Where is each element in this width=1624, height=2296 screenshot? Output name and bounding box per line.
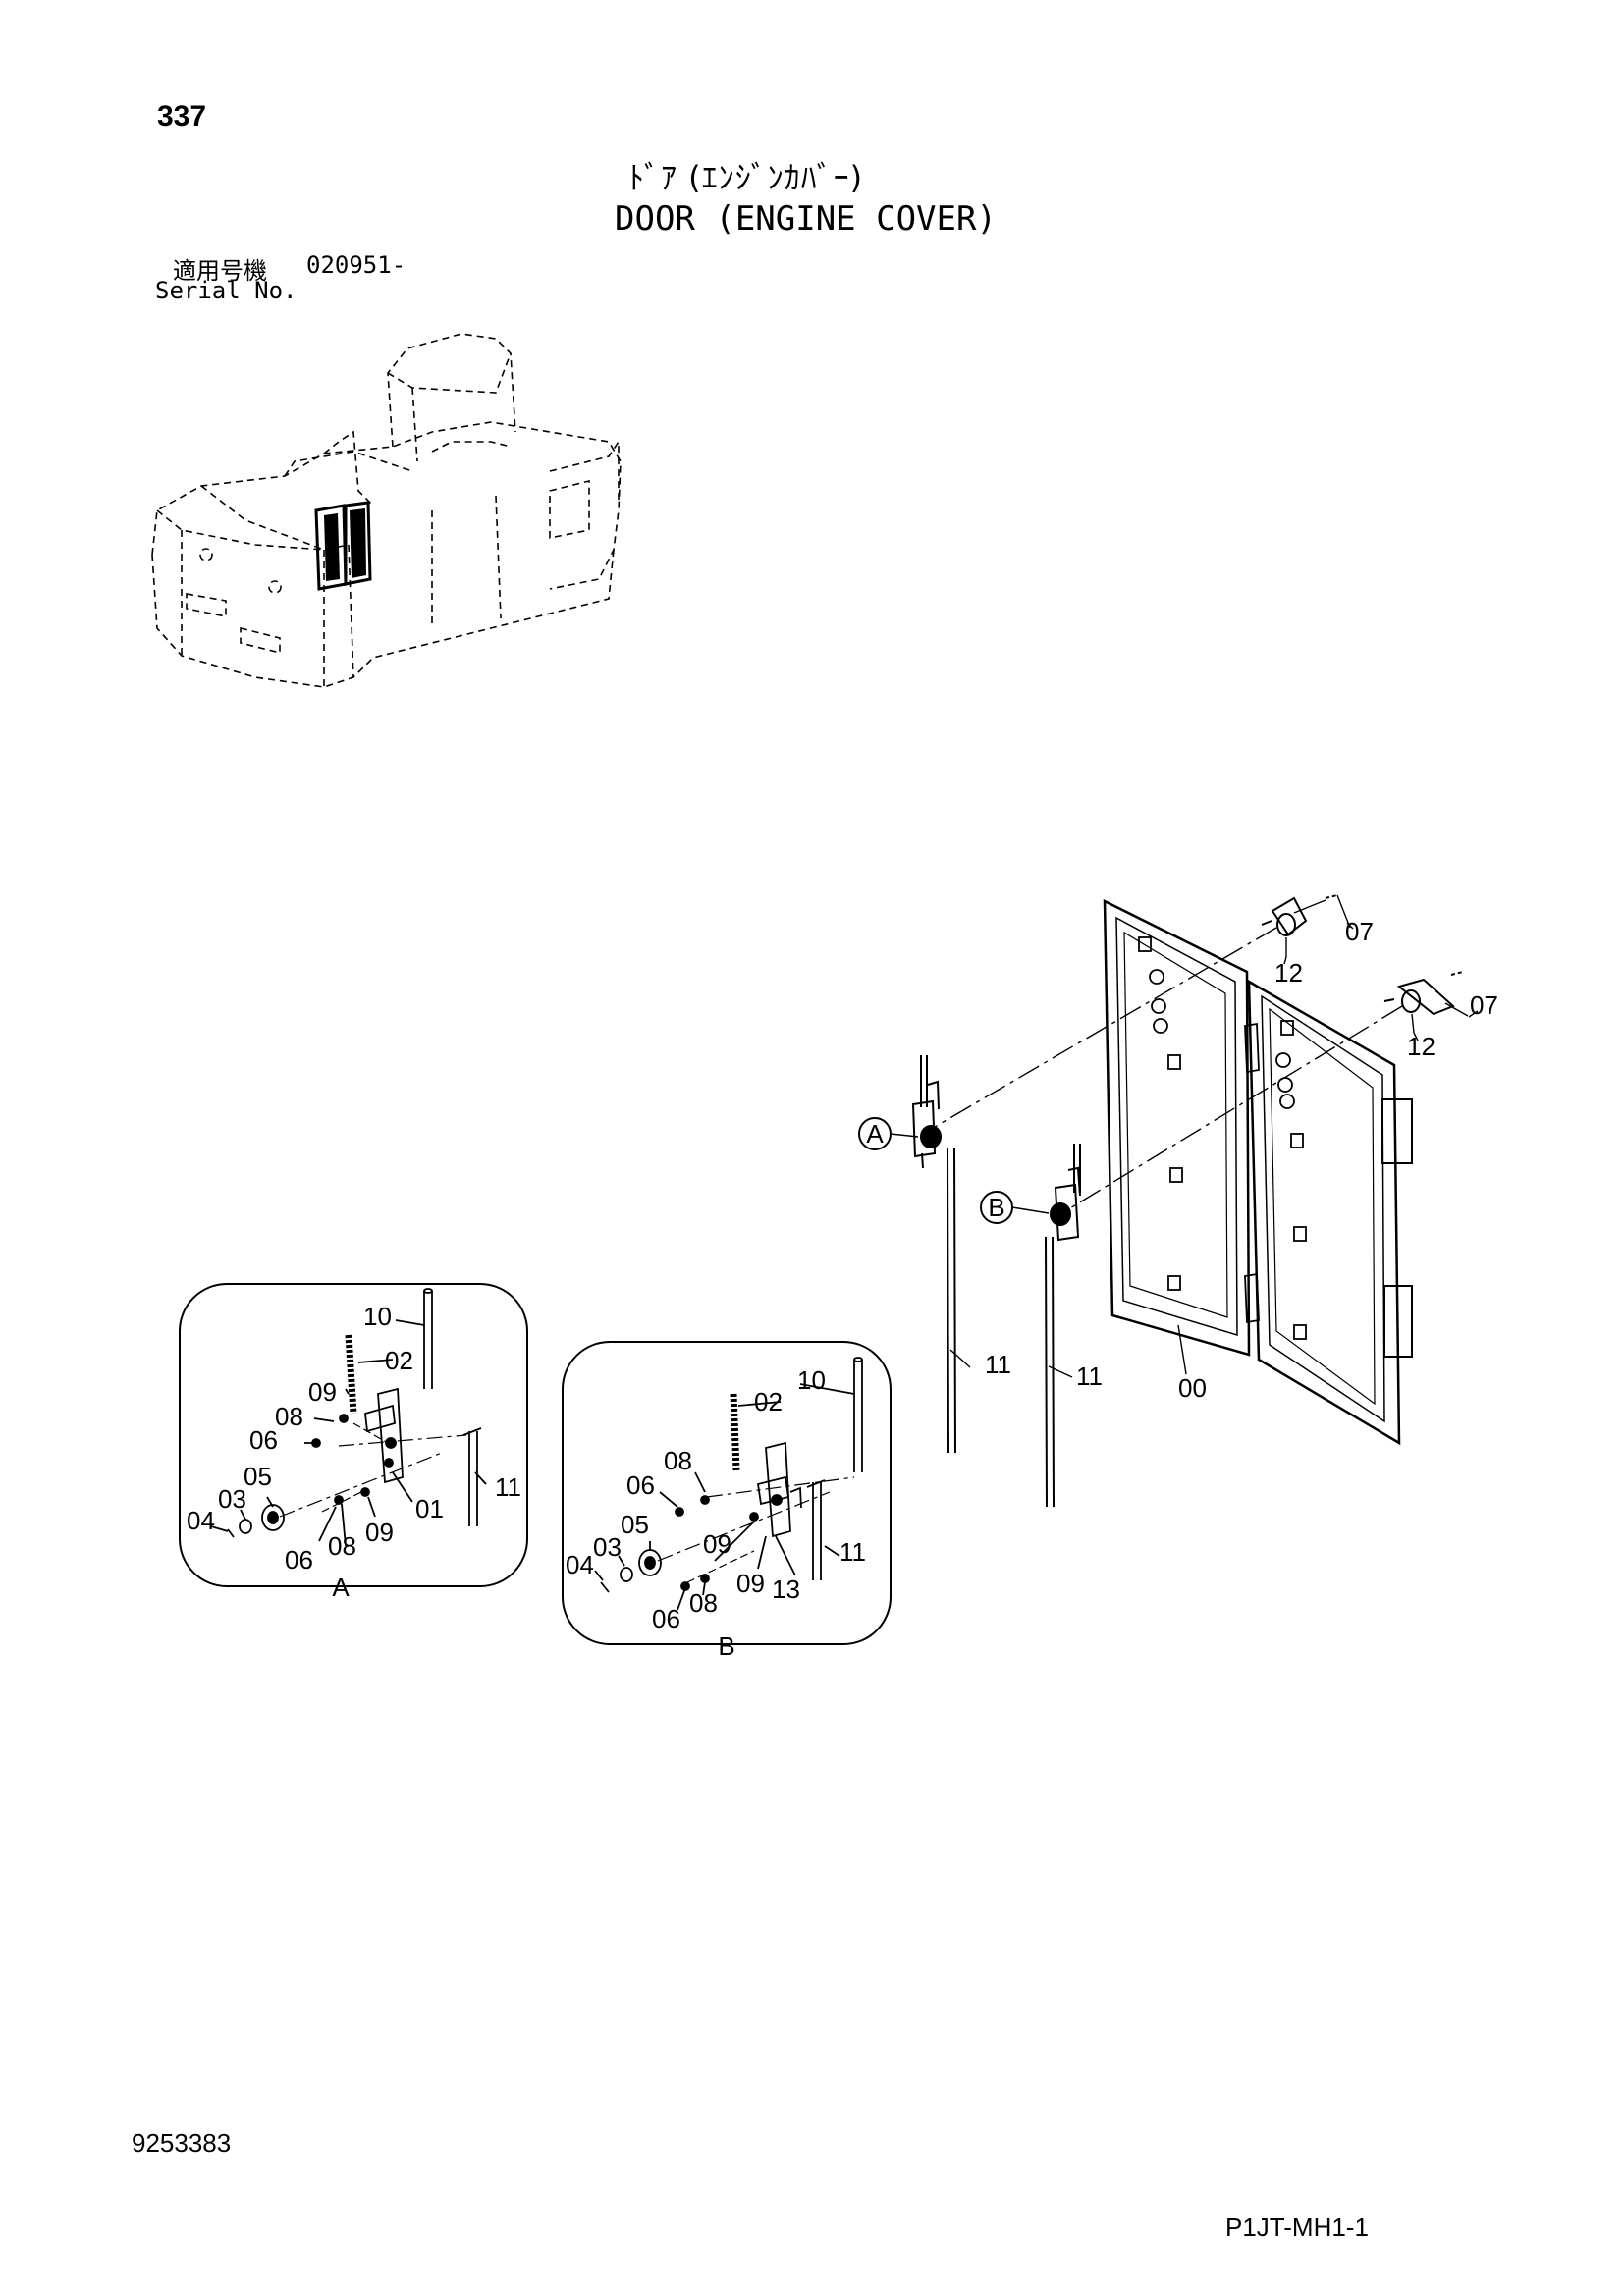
detail-b-part-06: 06 bbox=[626, 1470, 655, 1500]
latch-upper bbox=[1261, 894, 1338, 936]
detail-b-part-11: 11 bbox=[839, 1537, 866, 1567]
callout-00-door: 00 bbox=[1178, 1373, 1207, 1403]
detail-b-part-06b: 06 bbox=[652, 1604, 680, 1633]
detail-a-part-08: 08 bbox=[275, 1402, 303, 1431]
latch-lower bbox=[1383, 971, 1464, 1016]
page-number: 337 bbox=[157, 100, 207, 133]
serial-range: 020951- bbox=[306, 251, 406, 279]
detail-b-part-02: 02 bbox=[754, 1387, 783, 1416]
rod-left bbox=[911, 1055, 956, 1454]
callout-07-upper: 07 bbox=[1345, 917, 1374, 946]
detail-b-part-13: 13 bbox=[772, 1575, 800, 1604]
rod-right bbox=[1045, 1144, 1081, 1508]
detail-a-label: A bbox=[332, 1573, 350, 1602]
detail-a-part-11: 11 bbox=[495, 1472, 521, 1502]
detail-b-part-05: 05 bbox=[621, 1510, 649, 1539]
reference-b-label: B bbox=[988, 1193, 1004, 1222]
highlighted-door-in-overview bbox=[314, 501, 372, 591]
door-panel-left bbox=[1103, 898, 1251, 1357]
detail-a-frame bbox=[179, 1283, 528, 1587]
detail-a-part-09b: 09 bbox=[365, 1518, 394, 1547]
detail-b-part-09b: 09 bbox=[736, 1569, 765, 1598]
detail-a-part-09: 09 bbox=[308, 1377, 337, 1407]
title-english: DOOR (ENGINE COVER) bbox=[615, 199, 997, 239]
main-callout-leaders bbox=[949, 922, 1479, 1378]
detail-b-part-08b: 08 bbox=[689, 1588, 718, 1618]
detail-a-part-02: 02 bbox=[385, 1346, 413, 1375]
detail-b-part-04: 04 bbox=[566, 1550, 594, 1579]
reference-a-label: A bbox=[866, 1119, 884, 1148]
detail-a-part-04: 04 bbox=[187, 1506, 215, 1535]
reference-a-marker: A bbox=[858, 1117, 919, 1150]
callout-12-upper: 12 bbox=[1274, 958, 1303, 988]
detail-a-parts bbox=[210, 1288, 487, 1547]
detail-b-part-08: 08 bbox=[664, 1446, 692, 1475]
detail-b-part-10: 10 bbox=[797, 1365, 826, 1395]
door-holes bbox=[1138, 936, 1307, 1340]
reference-b-marker: B bbox=[980, 1191, 1050, 1224]
detail-b-part-03: 03 bbox=[593, 1532, 622, 1562]
assembly-leader-lines bbox=[922, 894, 1469, 1218]
machine-overview-illustration bbox=[151, 333, 622, 688]
document-number: 9253383 bbox=[132, 2128, 232, 2158]
sheet-code: P1JT-MH1-1 bbox=[1225, 2213, 1369, 2242]
detail-a-part-06: 06 bbox=[249, 1425, 278, 1455]
detail-a-part-08b: 08 bbox=[328, 1531, 356, 1561]
serial-label-english: Serial No. bbox=[155, 277, 298, 304]
callout-12-lower: 12 bbox=[1407, 1032, 1435, 1061]
detail-a-callouts: 10 02 09 08 06 05 03 04 06 08 09 01 11 A bbox=[187, 1302, 521, 1602]
title-japanese: ﾄﾞｱ (ｴﾝｼﾞﾝｶﾊﾞｰ) bbox=[628, 159, 864, 196]
detail-a-part-06b: 06 bbox=[285, 1545, 313, 1575]
detail-b-frame bbox=[562, 1341, 892, 1645]
serial-label-japanese: 適用号機 bbox=[173, 257, 267, 285]
detail-b-parts bbox=[594, 1357, 863, 1611]
detail-b-part-09a: 09 bbox=[703, 1529, 731, 1559]
door-panel-right bbox=[1244, 979, 1413, 1446]
callout-07-lower: 07 bbox=[1470, 990, 1498, 1020]
detail-a-part-01: 01 bbox=[415, 1494, 444, 1523]
callout-11-right: 11 bbox=[1076, 1362, 1103, 1391]
detail-b-label: B bbox=[718, 1631, 734, 1661]
detail-a-part-05: 05 bbox=[244, 1462, 272, 1491]
detail-a-part-03: 03 bbox=[218, 1484, 246, 1514]
detail-b-callouts: 02 10 08 06 05 03 04 09 09 13 11 06 08 B bbox=[566, 1365, 866, 1661]
callout-11-left: 11 bbox=[985, 1350, 1011, 1379]
detail-a-part-10: 10 bbox=[363, 1302, 392, 1331]
